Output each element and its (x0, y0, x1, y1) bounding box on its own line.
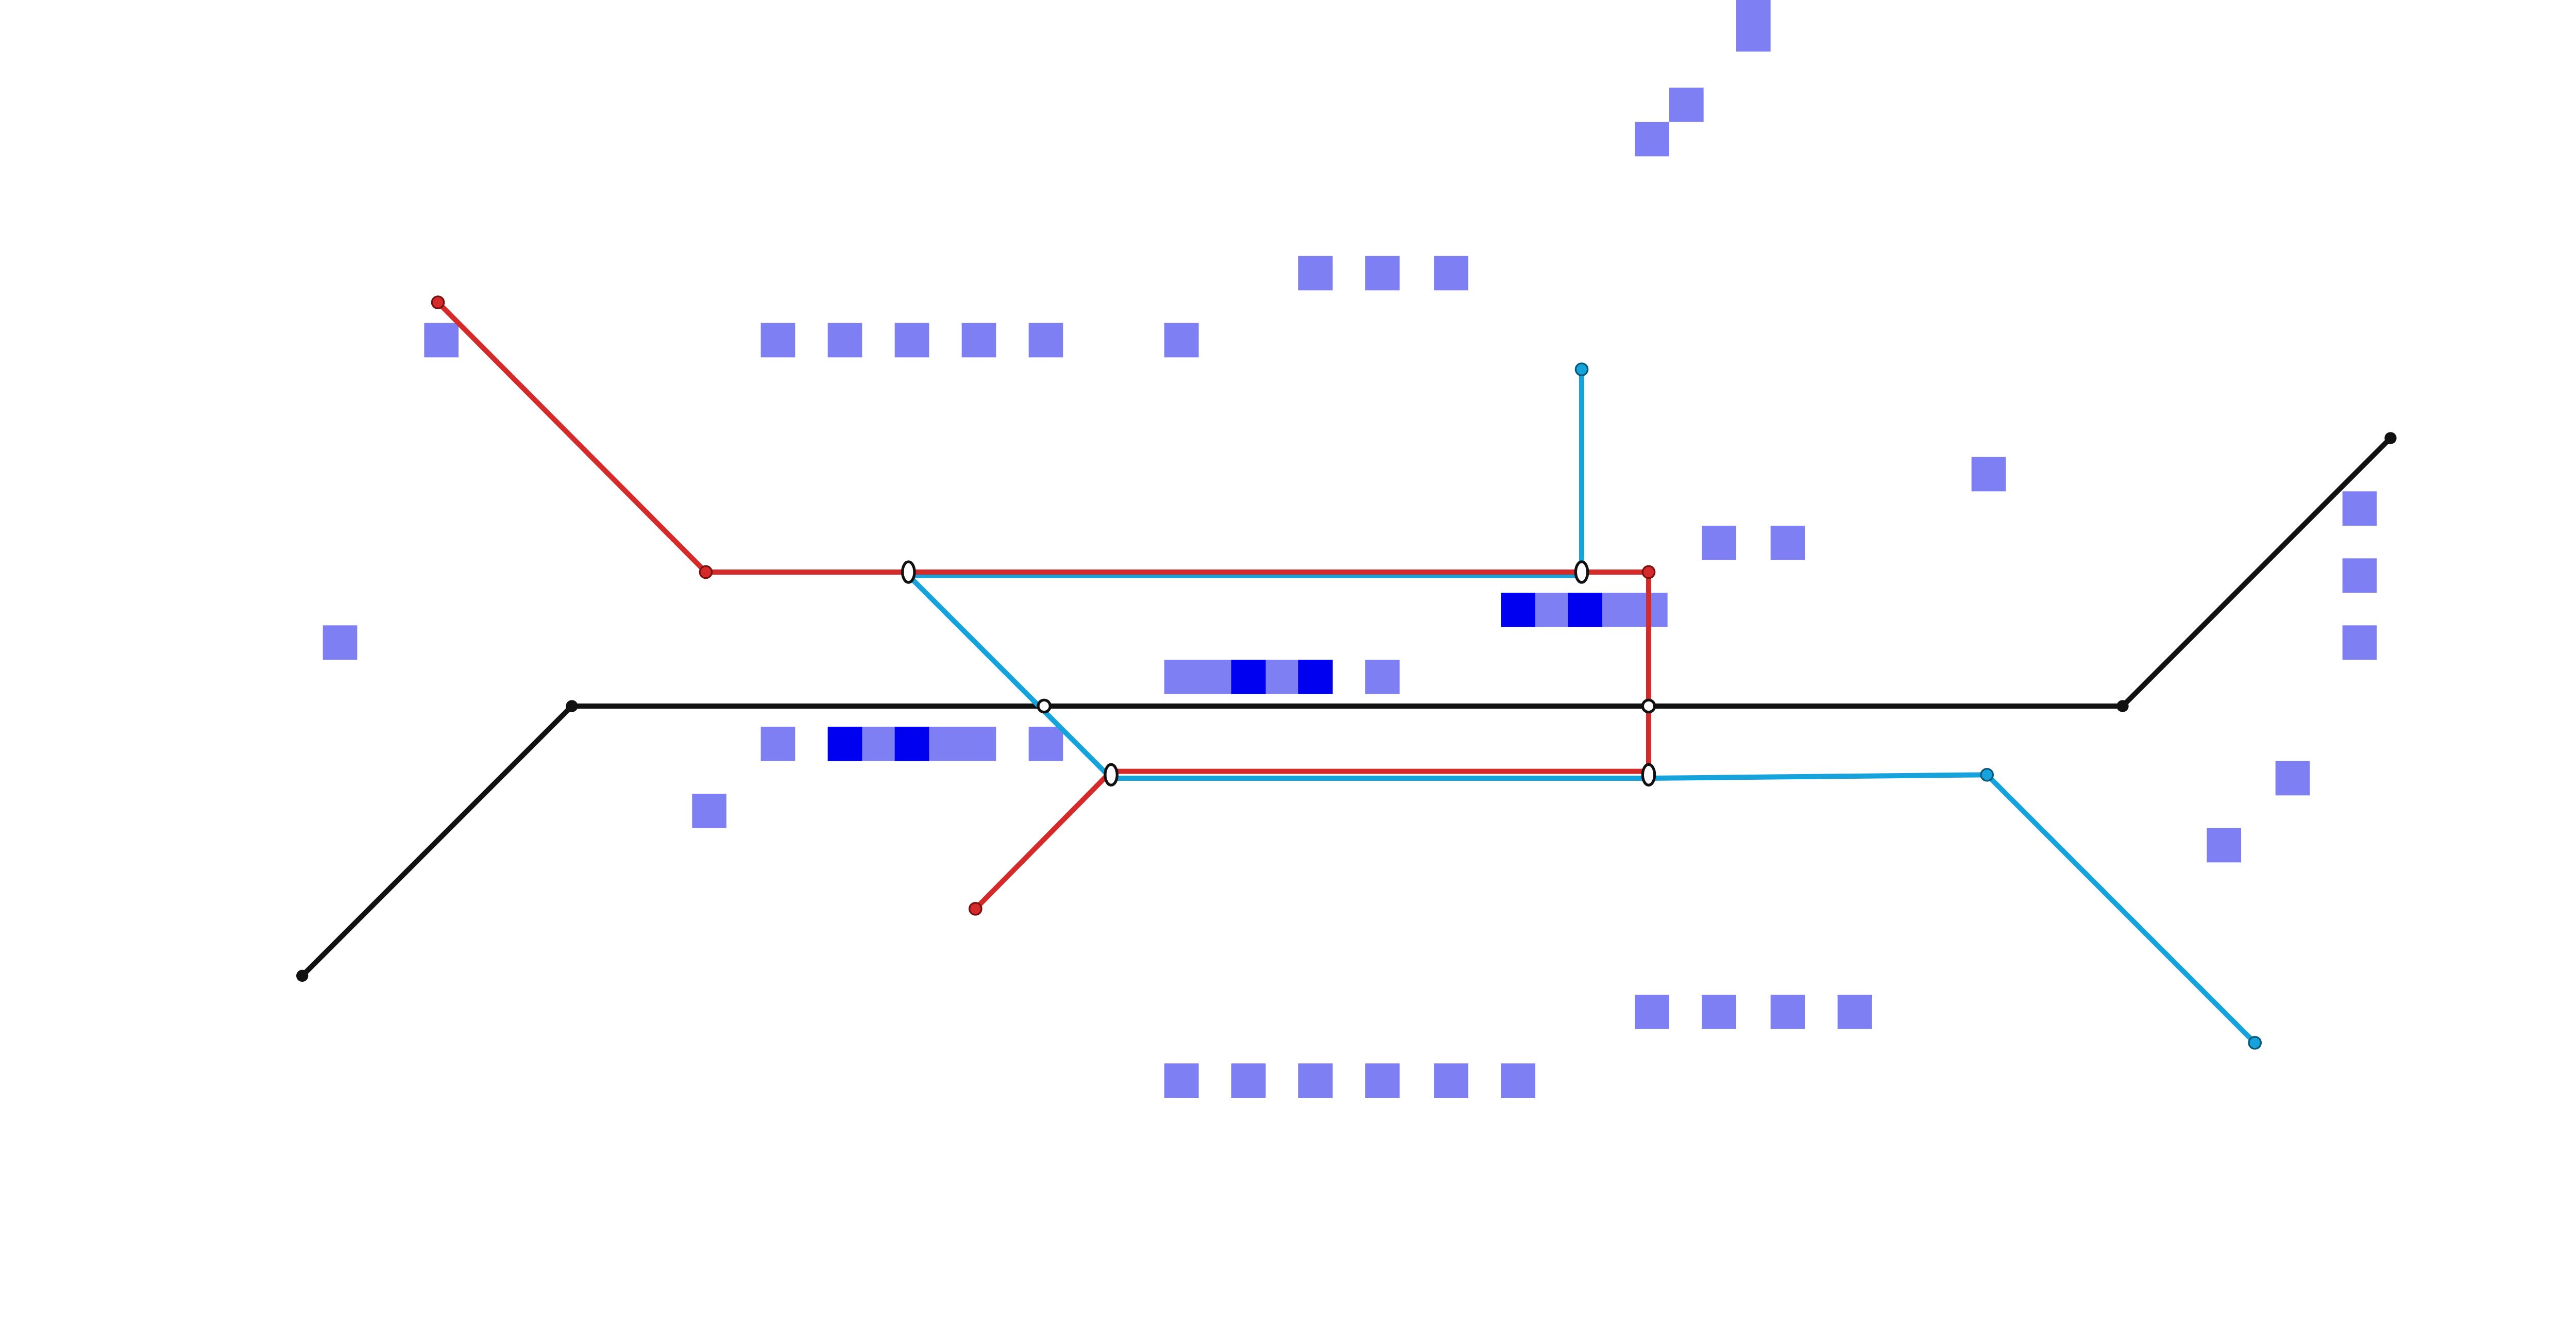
interchange-station (1574, 560, 1589, 584)
marker-square (760, 323, 795, 358)
marker-squares-dark (827, 593, 1602, 761)
marker-square-dark (827, 727, 862, 761)
terminal-station-black (296, 969, 309, 982)
marker-square (1298, 256, 1333, 291)
marker-square-dark (1298, 660, 1333, 694)
terminal-station-blue (2248, 1036, 2262, 1050)
marker-square (1164, 1063, 1199, 1098)
marker-square (1365, 1063, 1400, 1098)
marker-square (827, 323, 862, 358)
marker-square (1702, 526, 1736, 560)
marker-square (1635, 122, 1669, 157)
black-line (299, 435, 2393, 979)
marker-square (1702, 995, 1736, 1029)
marker-square (1365, 660, 1400, 694)
terminal-stations (296, 295, 2397, 1050)
marker-square (1971, 457, 2006, 492)
terminal-station-red (699, 565, 713, 579)
marker-square (1736, 0, 1771, 52)
marker-square (2207, 828, 2241, 863)
interchange-station (1641, 698, 1656, 714)
marker-square (1365, 256, 1400, 291)
marker-square (1434, 1063, 1468, 1098)
marker-square (894, 323, 929, 358)
marker-square (1770, 995, 1805, 1029)
interchange-station (1641, 763, 1656, 787)
marker-square (1501, 1063, 1535, 1098)
marker-square (323, 625, 358, 660)
marker-square (1669, 88, 1704, 122)
marker-square (1298, 1063, 1333, 1098)
terminal-station-blue (1574, 362, 1589, 377)
red-line (435, 299, 1651, 912)
marker-square (1434, 256, 1468, 291)
marker-squares (323, 0, 2377, 1098)
marker-square (1837, 995, 1872, 1029)
marker-square (1635, 995, 1669, 1029)
interchange-stations (901, 560, 1656, 787)
terminal-station-blue (1980, 768, 1994, 782)
marker-square (2275, 761, 2310, 796)
marker-square (2342, 625, 2377, 660)
interchange-station (1104, 763, 1119, 787)
marker-square-dark (1568, 593, 1602, 627)
terminal-station-red (431, 295, 445, 310)
marker-square-dark (894, 727, 929, 761)
terminal-station-red (969, 902, 982, 916)
marker-square (692, 794, 726, 828)
marker-square (760, 727, 795, 761)
interchange-station (1037, 698, 1052, 714)
marker-square (1028, 323, 1063, 358)
terminal-station-red (1641, 565, 1656, 579)
marker-square-dark (1231, 660, 1266, 694)
terminal-station-black (566, 700, 578, 712)
marker-square (1028, 727, 1063, 761)
terminal-station-black (2116, 700, 2129, 712)
marker-square-dark (1501, 593, 1535, 627)
interchange-station (901, 560, 916, 584)
marker-square (2342, 558, 2377, 593)
marker-square (424, 323, 459, 358)
marker-square (961, 323, 996, 358)
marker-square (1231, 1063, 1266, 1098)
terminal-station-black (2384, 432, 2397, 444)
marker-square (1770, 526, 1805, 560)
marker-square (2342, 491, 2377, 526)
marker-square (1164, 323, 1199, 358)
